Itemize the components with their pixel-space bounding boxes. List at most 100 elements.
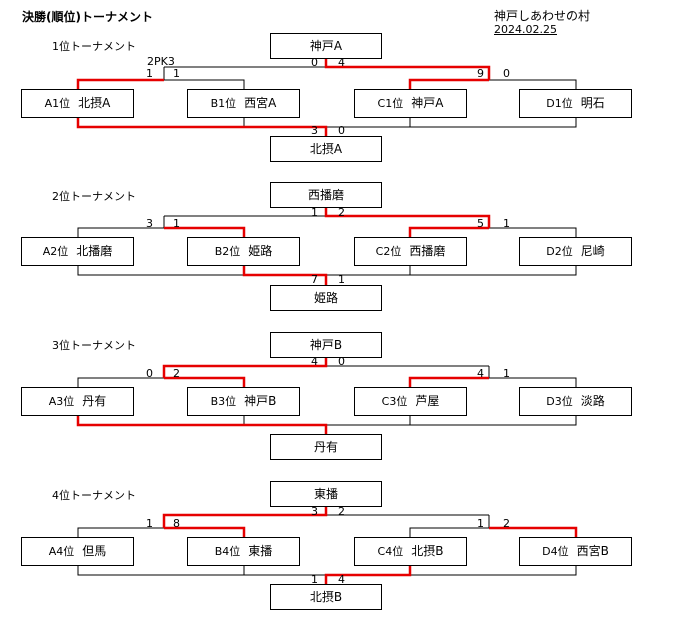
- section-4-third-outer: [77, 566, 577, 576]
- section-1-third-outer: [77, 118, 577, 128]
- score-sf-right-d: 1: [503, 367, 510, 380]
- team-seed: D1位: [546, 97, 573, 110]
- bottom-result-box: 北摂A: [270, 136, 382, 162]
- score-third-left: 1: [311, 573, 318, 586]
- team-box-b: B4位東播: [187, 537, 300, 566]
- top-result-box: 神戸A: [270, 33, 382, 59]
- page-title: 決勝(順位)トーナメント: [22, 10, 153, 24]
- team-name: 神戸B: [244, 394, 277, 408]
- section-2-third-outer: [77, 266, 577, 276]
- section-4-sf-left: [77, 527, 245, 537]
- section-3-win-sf-right: [408, 376, 489, 387]
- team-seed: A2位: [42, 245, 69, 258]
- score-sf-left-a: 1: [146, 517, 153, 530]
- section-2-sf-left: [77, 227, 245, 237]
- team-seed: D4位: [542, 545, 569, 558]
- team-seed: B1位: [210, 97, 237, 110]
- section-2-win-final: [324, 208, 491, 228]
- section-3-win-third: [76, 416, 328, 434]
- score-third-left: 3: [311, 124, 318, 137]
- team-name: 神戸A: [411, 96, 444, 110]
- score-sf-left-a: 1: [146, 67, 153, 80]
- score-final-left: 3: [311, 505, 318, 518]
- section-4-win-sf-left: [164, 526, 246, 537]
- section-3-win-final: [162, 358, 328, 378]
- score-sf-right-d: 0: [503, 67, 510, 80]
- score-sf-left-b: 8: [173, 517, 180, 530]
- score-sf-left-b: 2: [173, 367, 180, 380]
- team-seed: C2位: [375, 245, 402, 258]
- team-box-d: D3位淡路: [519, 387, 632, 416]
- score-sf-right-c: 1: [477, 517, 484, 530]
- team-name: 西宮A: [244, 96, 277, 110]
- section-2-win-third: [242, 266, 328, 285]
- team-box-c: C4位北摂B: [354, 537, 467, 566]
- team-box-b: B1位西宮A: [187, 89, 300, 118]
- team-name: 丹有: [82, 394, 107, 408]
- section-4-win-third: [324, 566, 412, 584]
- tournament-label: 2位トーナメント: [52, 190, 136, 203]
- team-box-c: C1位神戸A: [354, 89, 467, 118]
- team-box-d: D1位明石: [519, 89, 632, 118]
- section-1-sf-right: [409, 79, 577, 89]
- score-sf-right-d: 2: [503, 517, 510, 530]
- team-seed: C3位: [381, 395, 408, 408]
- score-final-left: 4: [311, 355, 318, 368]
- team-name: 明石: [580, 96, 605, 110]
- score-final-left: 1: [311, 206, 318, 219]
- bottom-result-box: 姫路: [270, 285, 382, 311]
- section-4-win-sf-right: [489, 526, 578, 537]
- team-box-a: A3位丹有: [21, 387, 134, 416]
- section-1-win-final: [324, 59, 491, 80]
- section-2-sf-right: [409, 227, 577, 237]
- team-seed: D2位: [546, 245, 573, 258]
- team-box-c: C3位芦屋: [354, 387, 467, 416]
- team-name: 北摂B: [411, 544, 444, 558]
- section-4-win-final: [162, 507, 328, 528]
- section-1-sf-left: [77, 79, 245, 89]
- section-1-win-third: [76, 118, 328, 136]
- team-box-d: D4位西宮B: [519, 537, 632, 566]
- score-sf-left-b: 1: [173, 217, 180, 230]
- team-name: 芦屋: [415, 394, 440, 408]
- team-seed: A3位: [48, 395, 75, 408]
- score-sf-right-c: 5: [477, 217, 484, 230]
- tournament-label: 4位トーナメント: [52, 489, 136, 502]
- section-3-win-sf-left: [164, 376, 246, 387]
- score-final-right: 0: [338, 355, 345, 368]
- top-result-box: 東播: [270, 481, 382, 507]
- section-1-win-sf-right: [408, 78, 489, 89]
- bottom-result-box: 丹有: [270, 434, 382, 460]
- team-name: 北摂A: [78, 96, 111, 110]
- team-seed: A4位: [48, 545, 75, 558]
- team-box-a: A2位北播磨: [21, 237, 134, 266]
- team-name: 但馬: [82, 544, 107, 558]
- score-final-left: 0: [311, 56, 318, 69]
- date-label: 2024.02.25: [494, 23, 557, 36]
- section-4-sf-right: [409, 527, 577, 537]
- pk-note: 2PK3: [147, 55, 175, 68]
- team-name: 尼崎: [580, 244, 605, 258]
- team-box-b: B3位神戸B: [187, 387, 300, 416]
- team-name: 東播: [248, 544, 273, 558]
- team-seed: A1位: [44, 97, 71, 110]
- score-third-right: 0: [338, 124, 345, 137]
- team-box-a: A1位北摂A: [21, 89, 134, 118]
- team-seed: B4位: [214, 545, 241, 558]
- bottom-result-box: 北摂B: [270, 584, 382, 610]
- team-seed: C4位: [377, 545, 404, 558]
- section-3-sf-right: [409, 377, 577, 387]
- score-sf-right-c: 4: [477, 367, 484, 380]
- team-name: 西播磨: [409, 244, 446, 258]
- team-box-d: D2位尼崎: [519, 237, 632, 266]
- team-name: 淡路: [580, 394, 605, 408]
- team-seed: B3位: [210, 395, 237, 408]
- section-1-win-sf-left: [76, 78, 164, 89]
- score-sf-left-b: 1: [173, 67, 180, 80]
- team-name: 北播磨: [76, 244, 113, 258]
- score-third-right: 1: [338, 273, 345, 286]
- score-sf-left-a: 3: [146, 217, 153, 230]
- team-seed: C1位: [377, 97, 404, 110]
- score-third-right: 4: [338, 573, 345, 586]
